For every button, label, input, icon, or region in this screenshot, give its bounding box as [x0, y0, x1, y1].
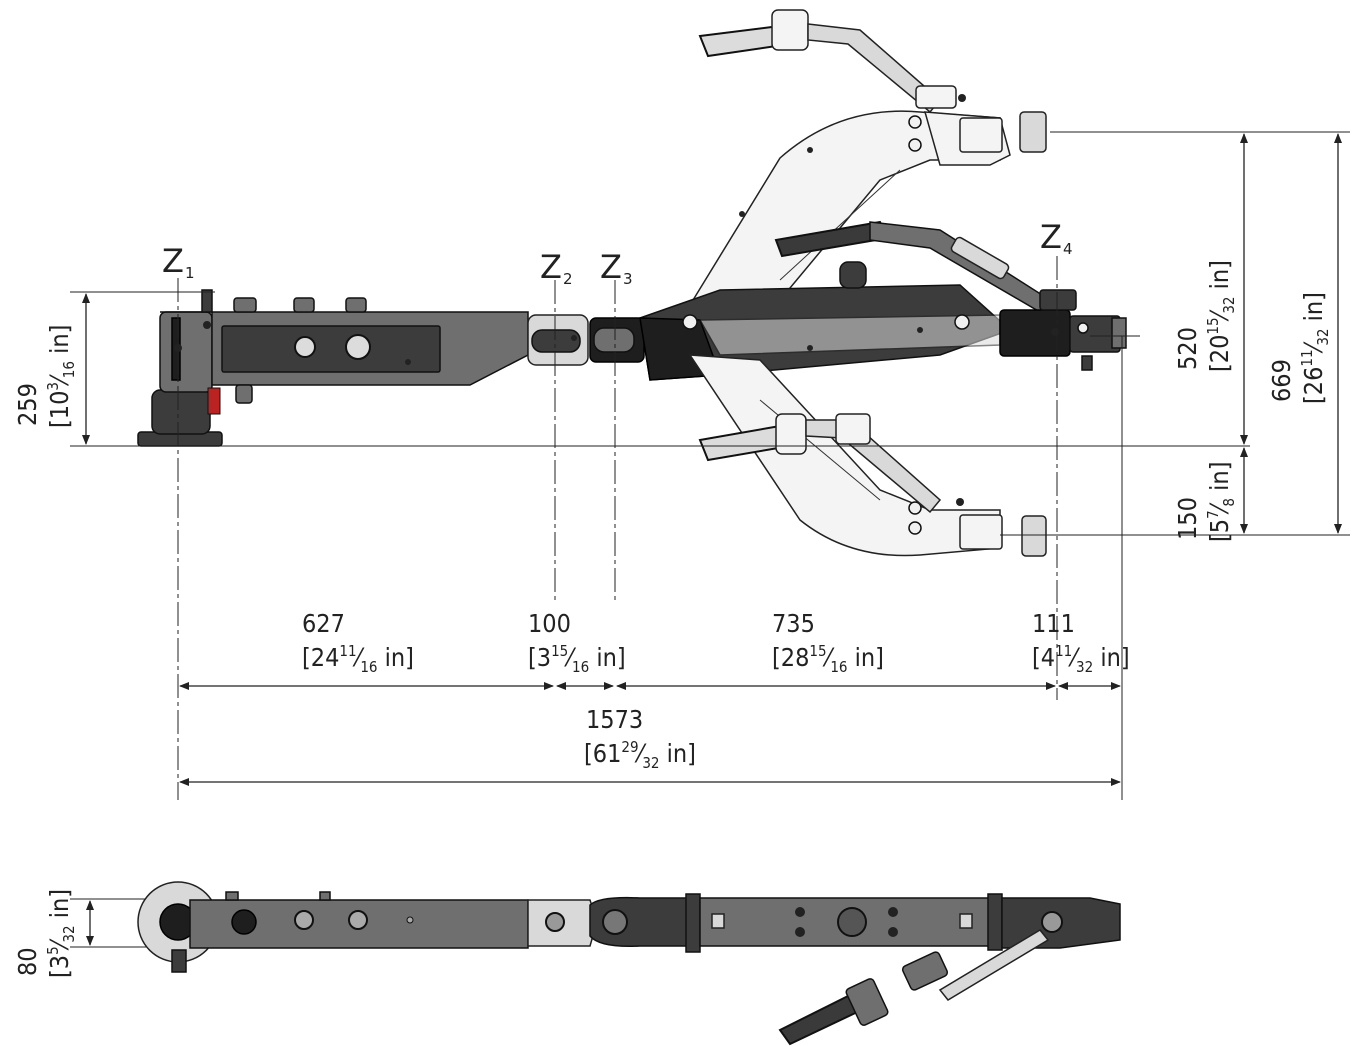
svg-text:[315⁄16 in]: [315⁄16 in] — [528, 642, 626, 676]
svg-text:669: 669 — [1267, 359, 1296, 402]
svg-text:111: 111 — [1032, 609, 1075, 638]
svg-text:80: 80 — [13, 947, 42, 976]
dimension-1573: 1573 [6129⁄32 in] — [584, 705, 696, 772]
zone-label-z3: Z 3 — [600, 248, 633, 288]
joint-3 — [589, 317, 645, 363]
svg-text:735: 735 — [772, 609, 815, 638]
svg-text:[35⁄32 in]: [35⁄32 in] — [44, 889, 78, 978]
dimension-150: 150 [57⁄8 in] — [1173, 462, 1238, 542]
svg-text:4: 4 — [1063, 240, 1073, 258]
svg-text:Z: Z — [540, 248, 562, 286]
dimension-520: 520 [2015⁄32 in] — [1173, 260, 1238, 372]
upper-handle — [698, 9, 966, 114]
center-axes — [70, 131, 1350, 800]
dimension-259: 259 [103⁄16 in] — [13, 325, 78, 428]
upper-cover-arm — [688, 110, 1047, 306]
dimension-80: 80 [35⁄32 in] — [13, 889, 78, 978]
svg-text:Z: Z — [1040, 218, 1062, 256]
svg-text:259: 259 — [13, 383, 42, 426]
dimension-669: 669 [2611⁄32 in] — [1267, 292, 1332, 404]
svg-text:[2411⁄16 in]: [2411⁄16 in] — [302, 642, 414, 676]
zone-label-z2: Z 2 — [540, 248, 573, 288]
svg-text:1573: 1573 — [586, 705, 643, 734]
svg-text:[2015⁄32 in]: [2015⁄32 in] — [1204, 260, 1238, 372]
svg-text:Z: Z — [162, 242, 184, 280]
svg-text:150: 150 — [1173, 497, 1202, 540]
top-view-arm — [137, 9, 1127, 557]
lower-handle — [698, 413, 964, 514]
svg-text:2: 2 — [563, 270, 573, 288]
svg-text:1: 1 — [185, 264, 195, 282]
zone-label-z1: Z 1 — [162, 242, 195, 282]
dimension-100: 100 [315⁄16 in] — [528, 609, 626, 676]
svg-text:3: 3 — [623, 270, 633, 288]
svg-text:[103⁄16 in]: [103⁄16 in] — [44, 325, 78, 428]
svg-text:520: 520 — [1173, 327, 1202, 370]
svg-text:[2815⁄16 in]: [2815⁄16 in] — [772, 642, 884, 676]
svg-text:[57⁄8 in]: [57⁄8 in] — [1204, 462, 1238, 542]
svg-text:100: 100 — [528, 609, 571, 638]
tool-head — [999, 289, 1127, 371]
dimension-111: 111 [411⁄32 in] — [1032, 609, 1130, 676]
dimension-627: 627 [2411⁄16 in] — [302, 609, 414, 676]
svg-text:[6129⁄32 in]: [6129⁄32 in] — [584, 738, 696, 772]
dimension-735: 735 [2815⁄16 in] — [772, 609, 884, 676]
arm-segment-1 — [160, 289, 529, 415]
dimension-lines-vertical — [70, 133, 1342, 948]
svg-text:627: 627 — [302, 609, 345, 638]
zone-label-z4: Z 4 — [1040, 218, 1073, 258]
side-view-arm — [137, 881, 1121, 1046]
base-pedestal — [137, 311, 223, 447]
svg-text:[411⁄32 in]: [411⁄32 in] — [1032, 642, 1130, 676]
joint-2 — [527, 314, 589, 366]
svg-text:[2611⁄32 in]: [2611⁄32 in] — [1298, 292, 1332, 404]
svg-text:Z: Z — [600, 248, 622, 286]
dimension-lines-horizontal — [179, 682, 1121, 786]
